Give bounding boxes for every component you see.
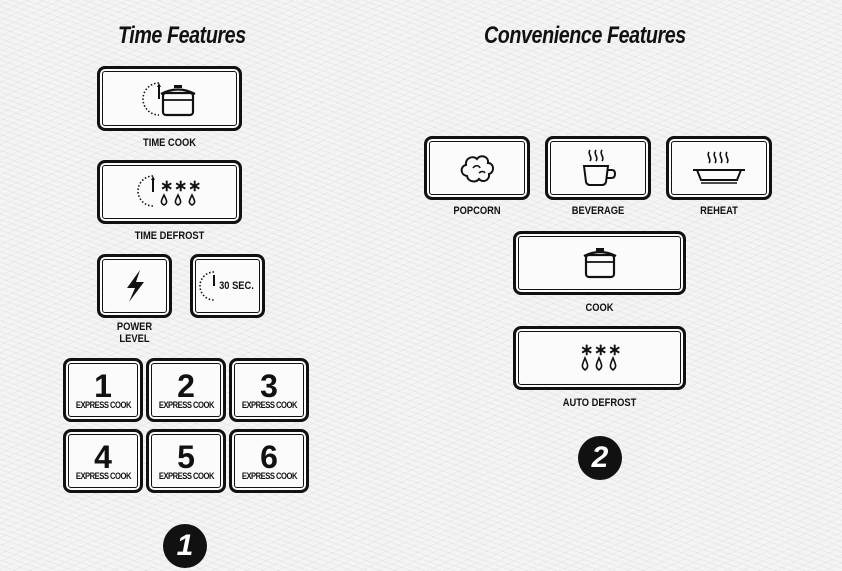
time-cook-button[interactable] [97, 66, 242, 131]
svg-text:∗: ∗ [580, 342, 593, 359]
popcorn-label: POPCORN [453, 205, 501, 217]
express-cook-label: EXPRESS COOK [75, 399, 131, 410]
reheat-button[interactable] [666, 136, 772, 200]
section-badge-2: 2 [578, 436, 622, 480]
express-cook-digit: 1 [94, 367, 112, 404]
time-cook-label: TIME COOK [143, 137, 196, 149]
svg-text:∗: ∗ [608, 342, 621, 359]
express-cook-digit: 2 [177, 367, 195, 404]
express-cook-label: EXPRESS COOK [158, 470, 214, 481]
timer-pot-icon [141, 81, 196, 116]
convenience-features-title: Convenience Features [484, 22, 686, 49]
express-cook-label: EXPRESS COOK [241, 470, 297, 481]
pot-icon [583, 248, 616, 279]
power-level-label: POWER LEVEL [116, 321, 153, 345]
cook-button[interactable] [513, 231, 686, 295]
cook-label: COOK [585, 302, 614, 314]
reheat-label: REHEAT [700, 205, 738, 217]
timer-defrost-icon: ∗ ∗ ∗ [136, 175, 201, 207]
steaming-dish-icon [693, 151, 745, 184]
popcorn-button[interactable] [424, 136, 530, 200]
express-cook-digit: 5 [177, 438, 195, 475]
express-cook-digit: 4 [94, 438, 112, 475]
beverage-button[interactable] [545, 136, 651, 200]
steaming-cup-icon [582, 149, 617, 186]
express-cook-label: EXPRESS COOK [241, 399, 297, 410]
defrost-icon: ∗ ∗ ∗ [580, 342, 621, 372]
express-cook-digit: 6 [260, 438, 278, 475]
auto-defrost-label: AUTO DEFROST [562, 397, 637, 409]
time-defrost-label: TIME DEFROST [134, 230, 205, 242]
svg-text:∗: ∗ [160, 178, 173, 195]
svg-text:∗: ∗ [594, 342, 607, 359]
time-defrost-button[interactable]: ∗ ∗ ∗ [97, 160, 242, 224]
lightning-icon [126, 270, 144, 302]
express-cook-label: EXPRESS COOK [75, 470, 131, 481]
add-30-sec-button[interactable]: 30 SEC. [190, 254, 265, 318]
power-level-button[interactable] [97, 254, 172, 318]
popcorn-icon [460, 155, 494, 183]
time-features-title: Time Features [118, 22, 246, 49]
timer-icon [198, 271, 215, 301]
svg-text:∗: ∗ [188, 178, 201, 195]
beverage-label: BEVERAGE [571, 205, 625, 217]
30-sec-text: 30 SEC. [218, 280, 254, 292]
express-cook-label: EXPRESS COOK [158, 399, 214, 410]
section-badge-1: 1 [163, 524, 207, 568]
svg-text:∗: ∗ [174, 178, 187, 195]
express-cook-digit: 3 [260, 367, 278, 404]
auto-defrost-button[interactable]: ∗ ∗ ∗ [513, 326, 686, 390]
